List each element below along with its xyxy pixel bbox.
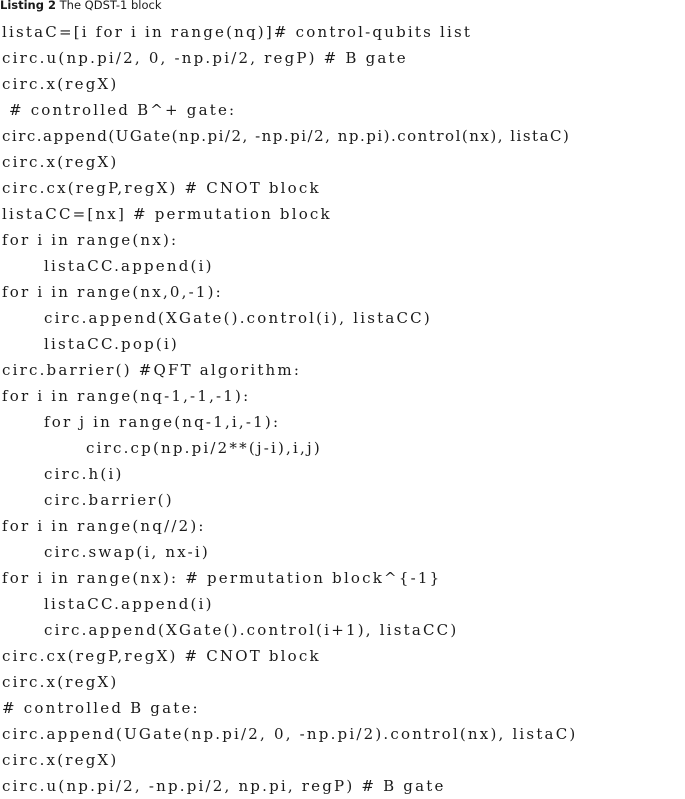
code-line: circ.cx(regP,regX) # CNOT block	[2, 647, 321, 665]
code-line: circ.barrier() #QFT algorithm:	[2, 361, 302, 379]
code-line: circ.append(UGate(np.pi/2, -np.pi/2, np.…	[2, 127, 571, 145]
code-line: circ.swap(i, nx-i)	[44, 543, 210, 561]
code-line: listaCC.append(i)	[44, 595, 214, 613]
code-line: circ.x(regX)	[2, 673, 119, 691]
listing-caption: Listing 2 The QDST-1 block	[0, 0, 162, 13]
code-line: circ.barrier()	[44, 491, 174, 509]
code-line: # controlled B gate:	[2, 699, 200, 717]
code-line: for i in range(nx):	[2, 231, 179, 249]
code-line: circ.x(regX)	[2, 153, 119, 171]
code-listing: listaC=[i for i in range(nq)]# control-q…	[2, 19, 683, 799]
code-line: circ.cx(regP,regX) # CNOT block	[2, 179, 321, 197]
listing-caption-title: The QDST-1 block	[59, 0, 162, 12]
code-line: listaC=[i for i in range(nq)]# control-q…	[2, 23, 473, 41]
listing-caption-label: Listing 2	[0, 0, 56, 12]
code-line: for i in range(nq//2):	[2, 517, 206, 535]
code-line: circ.cp(np.pi/2**(j-i),i,j)	[86, 439, 322, 457]
code-line: circ.x(regX)	[2, 751, 119, 769]
code-line: circ.append(XGate().control(i+1), listaC…	[44, 621, 459, 639]
code-line: listaCC.append(i)	[44, 257, 214, 275]
code-line: for j in range(nq-1,i,-1):	[44, 413, 281, 431]
code-line: circ.u(np.pi/2, 0, -np.pi/2, regP) # B g…	[2, 49, 408, 67]
code-line: listaCC=[nx] # permutation block	[2, 205, 332, 223]
code-line: circ.append(XGate().control(i), listaCC)	[44, 309, 432, 327]
code-line: for i in range(nx,0,-1):	[2, 283, 223, 301]
code-line: circ.append(UGate(np.pi/2, 0, -np.pi/2).…	[2, 725, 578, 743]
code-line: # controlled B^+ gate:	[2, 101, 237, 119]
code-line: circ.u(np.pi/2, -np.pi/2, np.pi, regP) #…	[2, 777, 446, 795]
code-line: listaCC.pop(i)	[44, 335, 179, 353]
code-line: circ.x(regX)	[2, 75, 119, 93]
code-line: for i in range(nq-1,-1,-1):	[2, 387, 251, 405]
code-line: circ.h(i)	[44, 465, 124, 483]
code-line: for i in range(nx): # permutation block^…	[2, 569, 442, 587]
